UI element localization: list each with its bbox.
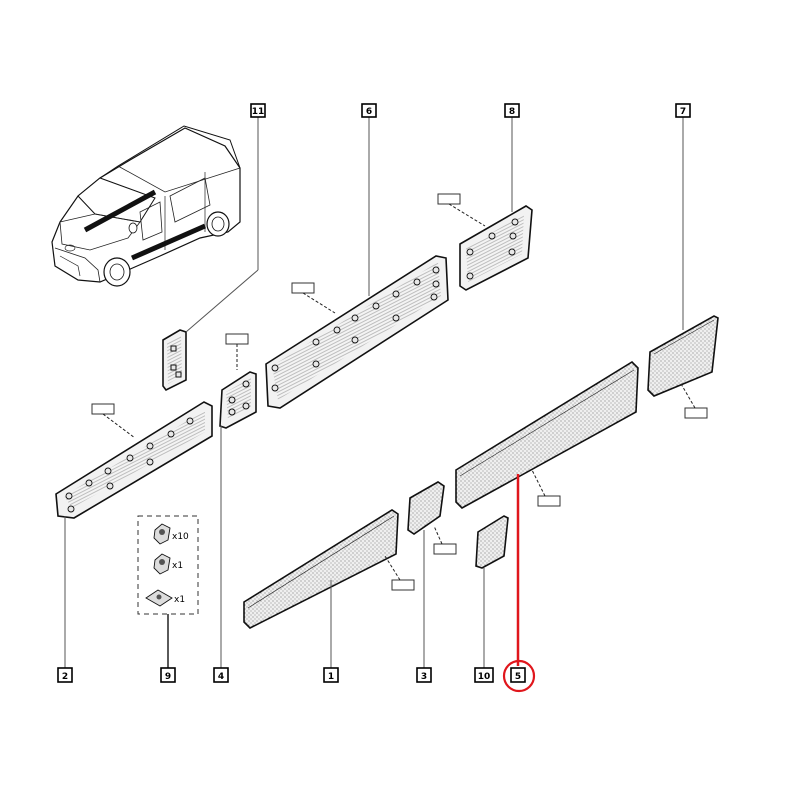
callout-4[interactable]: 4 xyxy=(213,667,229,683)
van-strip-upper xyxy=(83,189,157,233)
part-7[interactable] xyxy=(647,117,719,419)
kit-qty-1: x10 xyxy=(172,532,189,542)
callout-7[interactable]: 7 xyxy=(675,103,691,118)
part-6[interactable] xyxy=(265,117,449,409)
label-box-icon xyxy=(684,407,708,419)
svg-text:7: 7 xyxy=(680,107,686,117)
label-box-icon xyxy=(537,495,561,507)
highlight-circle xyxy=(502,659,536,693)
svg-text:1: 1 xyxy=(328,672,334,682)
callout-9[interactable]: 9 xyxy=(160,667,176,683)
part-11[interactable] xyxy=(162,117,259,392)
part-3[interactable] xyxy=(407,481,457,668)
callout-2[interactable]: 2 xyxy=(57,667,73,683)
van-illustration xyxy=(51,125,241,287)
svg-text:6: 6 xyxy=(366,107,372,117)
kit-qty-3: x1 xyxy=(174,595,185,605)
base-plate-icon xyxy=(145,589,173,607)
part-2[interactable] xyxy=(55,401,213,668)
svg-text:5: 5 xyxy=(515,672,521,682)
label-box-icon xyxy=(225,333,249,345)
kit-qty-2: x1 xyxy=(172,561,183,571)
part-5[interactable] xyxy=(455,360,639,666)
callout-6[interactable]: 6 xyxy=(361,103,377,118)
svg-text:10: 10 xyxy=(478,672,491,682)
svg-text:11: 11 xyxy=(252,107,265,117)
svg-text:9: 9 xyxy=(165,672,171,682)
label-box-icon xyxy=(391,579,415,591)
callout-1[interactable]: 1 xyxy=(323,667,339,683)
part-8[interactable] xyxy=(437,117,533,291)
part-10[interactable] xyxy=(475,515,509,668)
callout-5[interactable]: 5 xyxy=(502,659,536,693)
part-4[interactable] xyxy=(219,333,257,668)
label-box-icon xyxy=(433,543,457,555)
callout-3[interactable]: 3 xyxy=(416,667,432,683)
part-1[interactable] xyxy=(243,509,415,668)
label-box-icon xyxy=(437,193,461,205)
svg-text:4: 4 xyxy=(218,672,224,682)
label-box-icon xyxy=(291,282,315,294)
label-box-icon xyxy=(91,403,115,415)
callout-11[interactable]: 11 xyxy=(250,103,266,118)
svg-text:3: 3 xyxy=(421,672,427,682)
callout-8[interactable]: 8 xyxy=(504,103,520,118)
clip-icon xyxy=(153,553,171,575)
part-9-fastener-kit[interactable]: x10 x1 x1 xyxy=(137,515,199,668)
svg-text:8: 8 xyxy=(509,107,515,117)
svg-text:2: 2 xyxy=(62,672,68,682)
callout-10[interactable]: 10 xyxy=(474,667,494,683)
van-strip-lower xyxy=(130,223,207,261)
clip-icon xyxy=(153,523,171,545)
